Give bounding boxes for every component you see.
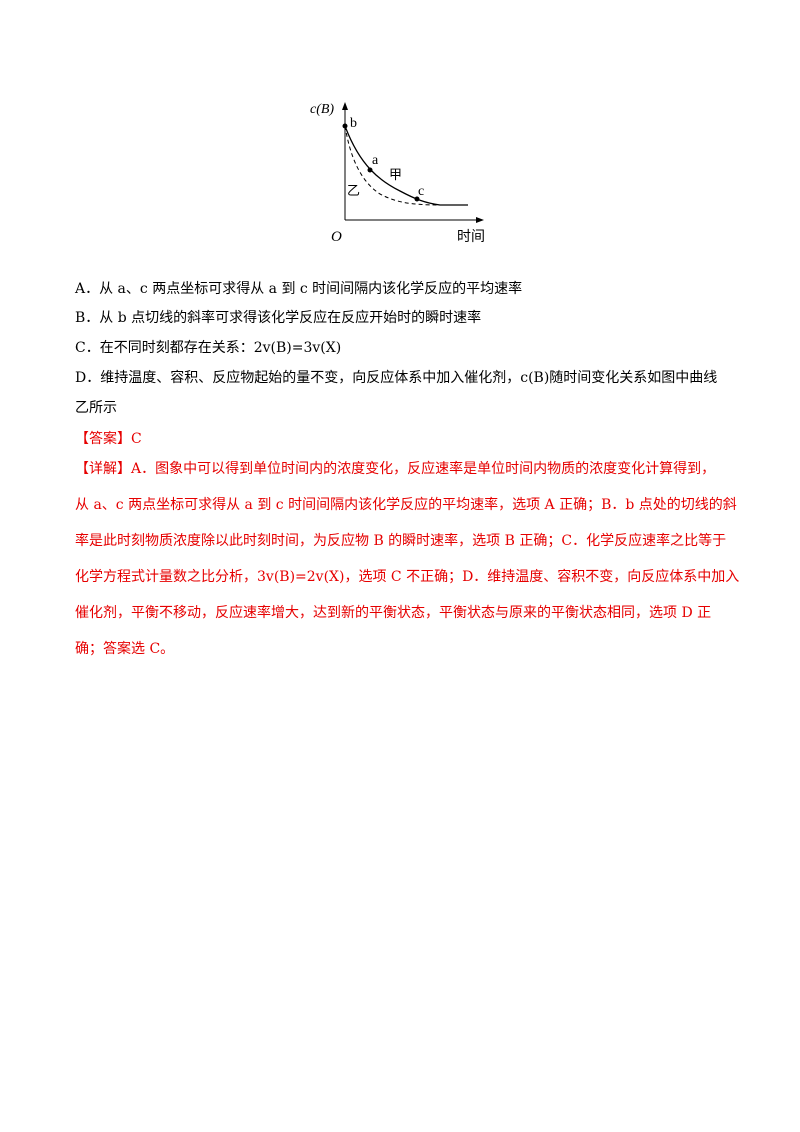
- explanation-line: 催化剂，平衡不移动，反应速率增大，达到新的平衡状态，平衡状态与原来的平衡状态相同…: [75, 605, 712, 621]
- option-a: A．从 a、c 两点坐标可求得从 a 到 c 时间间隔内该化学反应的平均速率: [75, 281, 523, 297]
- curve-yi: [344, 125, 441, 206]
- answer-label: 【答案】: [75, 431, 131, 447]
- option-d: D．维持温度、容积、反应物起始的量不变，向反应体系中加入催化剂，c(B)随时间变…: [75, 370, 718, 386]
- explanation-line: 从 a、c 两点坐标可求得从 a 到 c 时间间隔内该化学反应的平均速率，选项 …: [75, 497, 737, 513]
- curve-jia-label: 甲: [389, 168, 402, 183]
- point-b-dot: [342, 123, 348, 129]
- answer-value: C: [131, 431, 142, 447]
- explanation-text: A．图象中可以得到单位时间内的浓度变化，反应速率是单位时间内物质的浓度变化计算得…: [131, 461, 716, 477]
- point-c-dot: [414, 196, 420, 202]
- point-a-label: a: [372, 153, 379, 168]
- option-c: C．在不同时刻都存在关系：2v(B)=3v(X): [75, 340, 342, 356]
- x-axis-arrow: [476, 217, 484, 223]
- graph-svg: c(B) O 时间 b a c 甲 乙: [310, 102, 485, 245]
- point-c-label: c: [418, 184, 424, 199]
- x-axis-label: 时间: [457, 229, 485, 245]
- origin-label: O: [331, 229, 342, 245]
- y-axis-label: c(B): [310, 102, 334, 117]
- curve-jia: [344, 125, 468, 206]
- option-d-continued: 乙所示: [75, 400, 117, 416]
- concentration-time-graph: c(B) O 时间 b a c 甲 乙: [300, 96, 500, 256]
- explanation-line: 确；答案选 C。: [75, 641, 175, 657]
- explanation-line: 率是此时刻物质浓度除以此时刻时间，为反应物 B 的瞬时速率，选项 B 正确；C．…: [75, 533, 727, 549]
- explanation-line: 【详解】A．图象中可以得到单位时间内的浓度变化，反应速率是单位时间内物质的浓度变…: [75, 458, 725, 494]
- y-axis-arrow: [342, 102, 348, 110]
- point-a-dot: [367, 167, 373, 173]
- curve-yi-label: 乙: [347, 184, 360, 199]
- option-b: B．从 b 点切线的斜率可求得该化学反应在反应开始时的瞬时速率: [75, 310, 482, 326]
- point-b-label: b: [350, 116, 357, 131]
- answer-line: 【答案】C: [75, 428, 142, 448]
- explanation-line: 化学方程式计量数之比分析，3v(B)=2v(X)，选项 C 不正确；D．维持温度…: [75, 569, 740, 585]
- explanation-label: 【详解】: [75, 461, 131, 477]
- explanation: 【详解】A．图象中可以得到单位时间内的浓度变化，反应速率是单位时间内物质的浓度变…: [75, 458, 740, 674]
